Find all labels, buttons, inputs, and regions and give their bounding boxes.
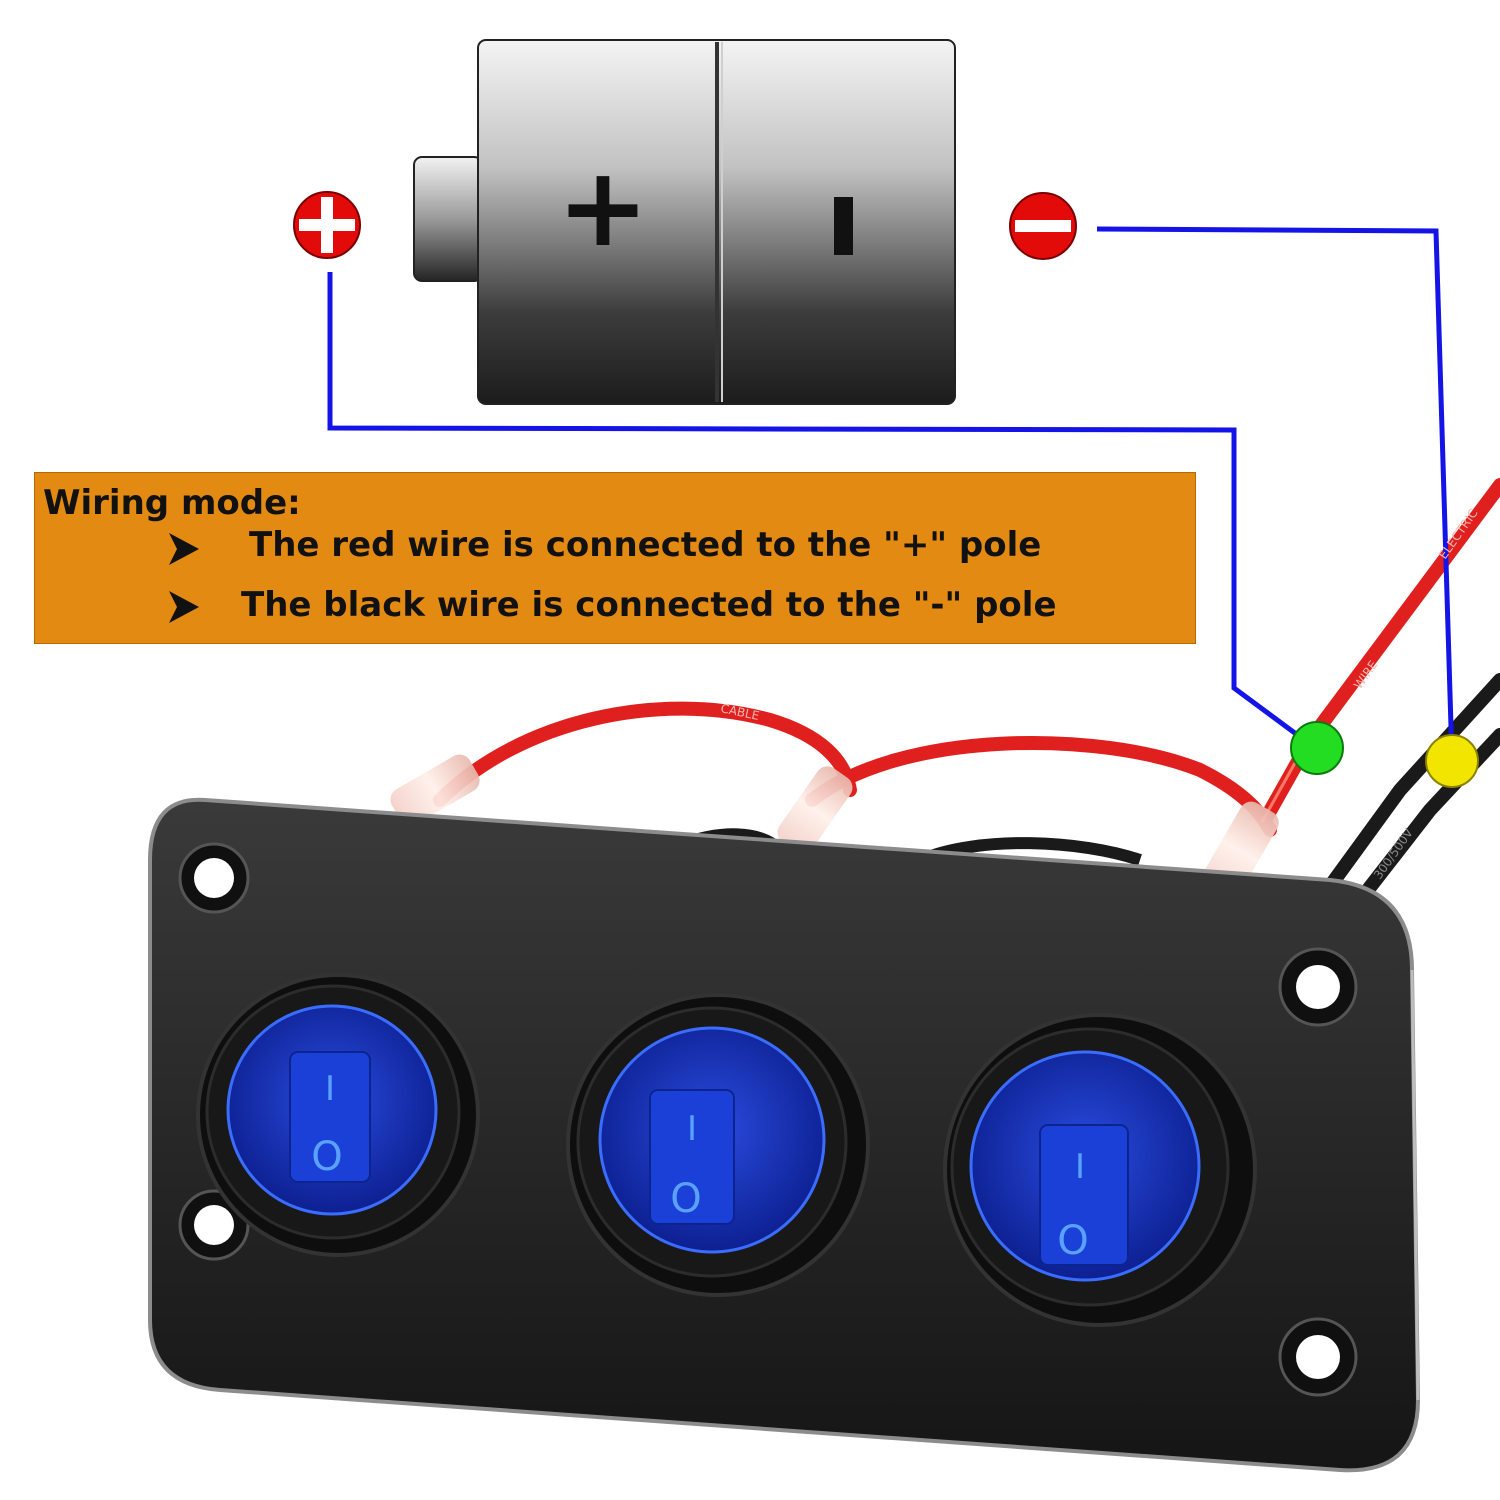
junction-dot-yellow (1425, 734, 1479, 788)
battery: + (413, 39, 956, 405)
arrowhead-bullet-icon (169, 591, 199, 623)
rocker-off-symbol: O (1057, 1218, 1088, 1264)
wiring-mode-note: Wiring mode: The red wire is connected t… (34, 472, 1196, 644)
junction-dot-green (1290, 721, 1344, 775)
note-title: Wiring mode: (43, 483, 301, 523)
mounting-hole (178, 842, 250, 914)
rocker-button[interactable] (649, 1089, 735, 1225)
positive-badge (293, 191, 361, 259)
mounting-hole (1278, 1317, 1358, 1397)
positive-guide-line (327, 272, 1317, 751)
rocker-switch-2[interactable]: I O (566, 993, 870, 1297)
rocker-off-symbol: O (311, 1134, 342, 1180)
arrowhead-bullet-icon (169, 533, 199, 565)
note-line-black-wire: The black wire is connected to the "-" p… (241, 585, 1057, 625)
rocker-switch-1[interactable]: I O (196, 973, 480, 1257)
sleeve (777, 766, 853, 854)
sleeve (390, 754, 480, 826)
wire-label: 300/500V (1371, 825, 1416, 881)
rocker-off-symbol: O (670, 1176, 701, 1222)
battery-cap (413, 156, 483, 282)
guide-lines (327, 226, 1455, 761)
battery-positive-symbol: + (557, 143, 649, 271)
rocker-on-symbol: I (325, 1069, 335, 1109)
mounting-hole (1278, 947, 1358, 1027)
rocker-switch-3[interactable]: I O (943, 1013, 1257, 1327)
note-line-red-wire: The red wire is connected to the "+" pol… (249, 525, 1042, 565)
negative-guide-line (1096, 226, 1455, 761)
battery-negative-symbol (834, 197, 853, 255)
rocker-on-symbol: I (1075, 1147, 1085, 1187)
rocker-button[interactable] (289, 1051, 371, 1183)
rocker-button[interactable] (1039, 1124, 1129, 1266)
rocker-on-symbol: I (687, 1109, 697, 1149)
negative-badge (1009, 192, 1077, 260)
